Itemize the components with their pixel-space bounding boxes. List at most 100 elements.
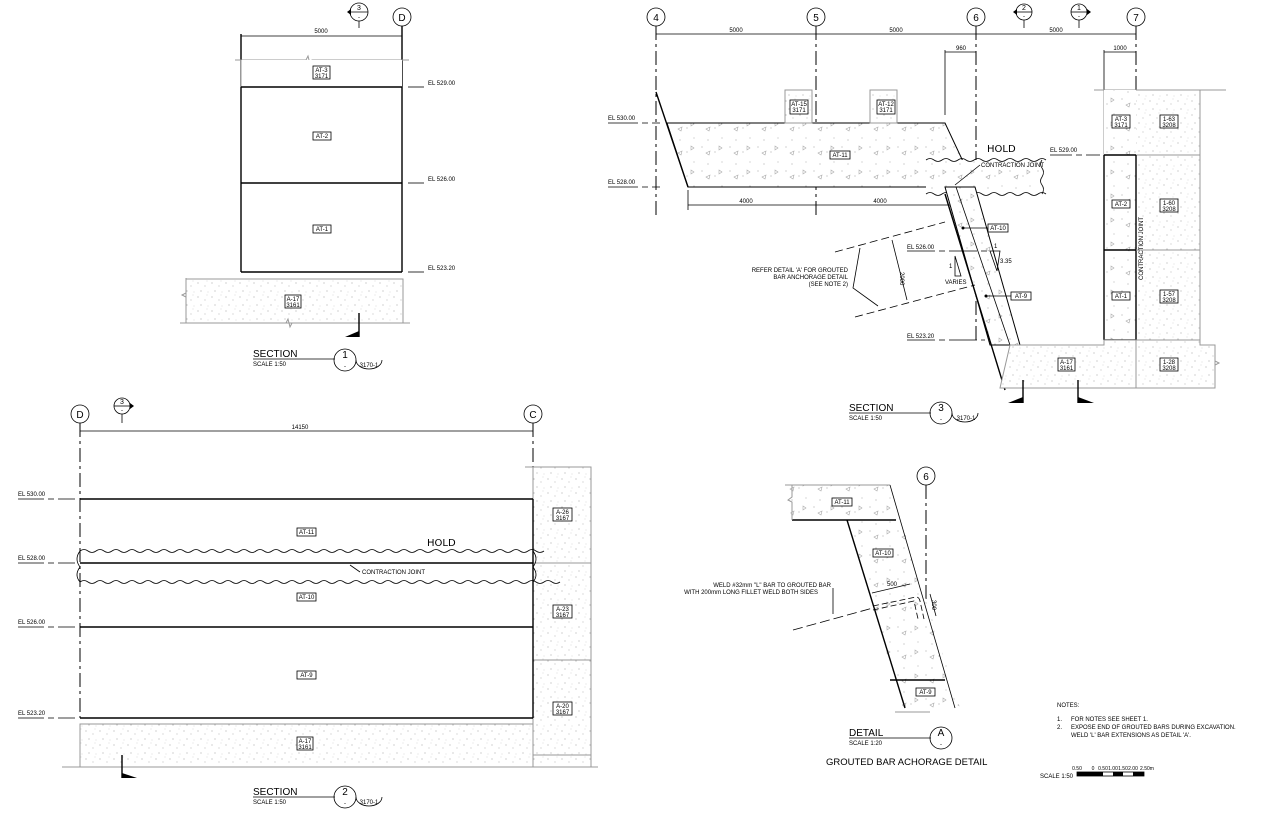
svg-text:AT-2: AT-2	[1115, 202, 1128, 208]
svg-text:SCALE 1:50: SCALE 1:50	[253, 362, 287, 368]
svg-text:EL 526.00: EL 526.00	[18, 620, 46, 626]
svg-text:A-20: A-20	[556, 704, 569, 710]
svg-text:AT-9: AT-9	[1015, 294, 1028, 300]
svg-text:1-57: 1-57	[1163, 292, 1176, 298]
refer-note: REFER DETAIL 'A' FOR GROUTED BAR ANCHORA…	[752, 268, 849, 288]
svg-text:7: 7	[1133, 13, 1139, 24]
grid-bubble-6-detail: 6	[916, 466, 936, 486]
svg-text:1-63: 1-63	[1163, 117, 1176, 123]
svg-text:EL 528.00: EL 528.00	[608, 180, 636, 186]
section-marker-1[interactable]: 1 -	[1070, 3, 1091, 28]
svg-text:1.00: 1.00	[1108, 766, 1118, 772]
svg-text:2: 2	[1022, 5, 1026, 12]
tag-AT-9-s2: AT-9	[296, 670, 317, 680]
tag-AT-2-s3: AT-2	[1111, 199, 1131, 209]
section-marker-3b[interactable]: 3 -	[113, 397, 134, 423]
notes-block: NOTES: 1. FOR NOTES SEE SHEET 1. 2. EXPO…	[1057, 703, 1236, 739]
hold-label-s2: HOLD	[427, 538, 456, 549]
svg-text:NOTES:: NOTES:	[1057, 703, 1080, 709]
svg-text:AT-10: AT-10	[990, 226, 1006, 232]
svg-text:SCALE 1:20: SCALE 1:20	[849, 741, 883, 747]
tag-AT-1: AT-1	[312, 224, 332, 234]
svg-text:AT-2: AT-2	[316, 134, 329, 140]
svg-text:(SEE NOTE 2): (SEE NOTE 2)	[809, 282, 848, 288]
section-1: 3 - D 5000 EL 529.00 EL 526.00 EL 523.20	[180, 2, 456, 372]
svg-text:3.35: 3.35	[1000, 259, 1012, 265]
dim-5000: 5000	[314, 29, 328, 35]
svg-text:1: 1	[1077, 5, 1081, 12]
svg-text:3161: 3161	[1060, 366, 1074, 372]
svg-text:A-26: A-26	[556, 510, 569, 516]
tag-AT-3: AT-3 3171	[312, 65, 331, 80]
svg-text:5000: 5000	[889, 28, 903, 34]
svg-text:-: -	[1078, 14, 1080, 20]
grid-bubble-6: 6	[966, 7, 986, 27]
svg-text:0: 0	[1092, 766, 1095, 772]
contraction-joint-vertical: CONTRACTION JOINT	[1139, 217, 1145, 280]
svg-text:300: 300	[930, 600, 936, 611]
svg-text:1-60: 1-60	[1163, 201, 1176, 207]
grid-bubble-4: 4	[646, 7, 666, 27]
svg-text:2.: 2.	[1057, 725, 1062, 731]
svg-text:AT-11: AT-11	[299, 530, 315, 536]
svg-text:AT-1: AT-1	[316, 227, 329, 233]
svg-text:-: -	[358, 15, 360, 21]
svg-text:1.: 1.	[1057, 717, 1062, 723]
svg-text:SCALE 1:50: SCALE 1:50	[253, 800, 287, 806]
svg-text:3170-1: 3170-1	[360, 800, 379, 806]
detail-subtitle: GROUTED BAR ACHORAGE DETAIL	[826, 757, 987, 768]
svg-text:3208: 3208	[1162, 207, 1176, 213]
svg-text:WELD 'L' BAR EXTENSIONS AS DET: WELD 'L' BAR EXTENSIONS AS DETAIL 'A'.	[1071, 733, 1191, 739]
tag-AT-11: AT-11	[829, 150, 851, 160]
section-marker-3[interactable]: 3 -	[347, 2, 369, 28]
tag-AT-10-detail: AT-10	[872, 548, 894, 558]
svg-text:AT-11: AT-11	[832, 153, 848, 159]
svg-text:-: -	[940, 742, 942, 748]
svg-text:3167: 3167	[556, 613, 570, 619]
svg-text:500: 500	[887, 582, 898, 588]
svg-text:BAR ANCHORAGE DETAIL: BAR ANCHORAGE DETAIL	[773, 275, 848, 281]
grid-bubble-5: 5	[806, 7, 826, 27]
svg-text:WELD #32mm "L" BAR TO GROUTED: WELD #32mm "L" BAR TO GROUTED BAR	[713, 583, 831, 589]
grid-bubble-D: D	[392, 7, 412, 27]
tag-AT-9: AT-9	[984, 291, 1032, 301]
svg-text:3171: 3171	[792, 108, 806, 114]
svg-text:3171: 3171	[879, 108, 893, 114]
grid-bubble-7: 7	[1126, 7, 1146, 27]
svg-text:5: 5	[813, 13, 819, 24]
tag-AT-2: AT-2	[312, 131, 332, 141]
svg-text:3: 3	[938, 403, 944, 414]
svg-text:4000: 4000	[739, 199, 753, 205]
tag-AT-9-detail: AT-9	[915, 687, 936, 697]
svg-text:SECTION: SECTION	[253, 787, 297, 798]
svg-text:D: D	[76, 410, 83, 421]
svg-text:5000: 5000	[1049, 28, 1063, 34]
svg-text:1: 1	[994, 244, 998, 250]
svg-text:AT-3: AT-3	[315, 68, 328, 74]
svg-text:3208: 3208	[1162, 298, 1176, 304]
svg-text:AT-1: AT-1	[1115, 294, 1128, 300]
section-3-title: SECTION SCALE 1:50 3 - 3170-1	[849, 401, 979, 425]
svg-text:2000: 2000	[898, 272, 904, 286]
detail-a-title: DETAIL SCALE 1:20 A - GROUTED BAR ACHORA…	[826, 726, 987, 768]
svg-text:VARIES: VARIES	[945, 280, 967, 286]
section-marker-2[interactable]: 2 -	[1013, 3, 1033, 28]
svg-text:SECTION: SECTION	[253, 349, 297, 360]
svg-text:AT-9: AT-9	[300, 673, 313, 679]
svg-text:AT-12: AT-12	[878, 102, 894, 108]
svg-text:A-17: A-17	[1060, 360, 1073, 366]
svg-text:A-17: A-17	[287, 297, 300, 303]
svg-text:AT-10: AT-10	[299, 595, 315, 601]
svg-text:2.00: 2.00	[1128, 766, 1138, 772]
tag-AT-11-s2: AT-11	[296, 527, 317, 537]
grid-bubble-C: C	[523, 404, 543, 424]
